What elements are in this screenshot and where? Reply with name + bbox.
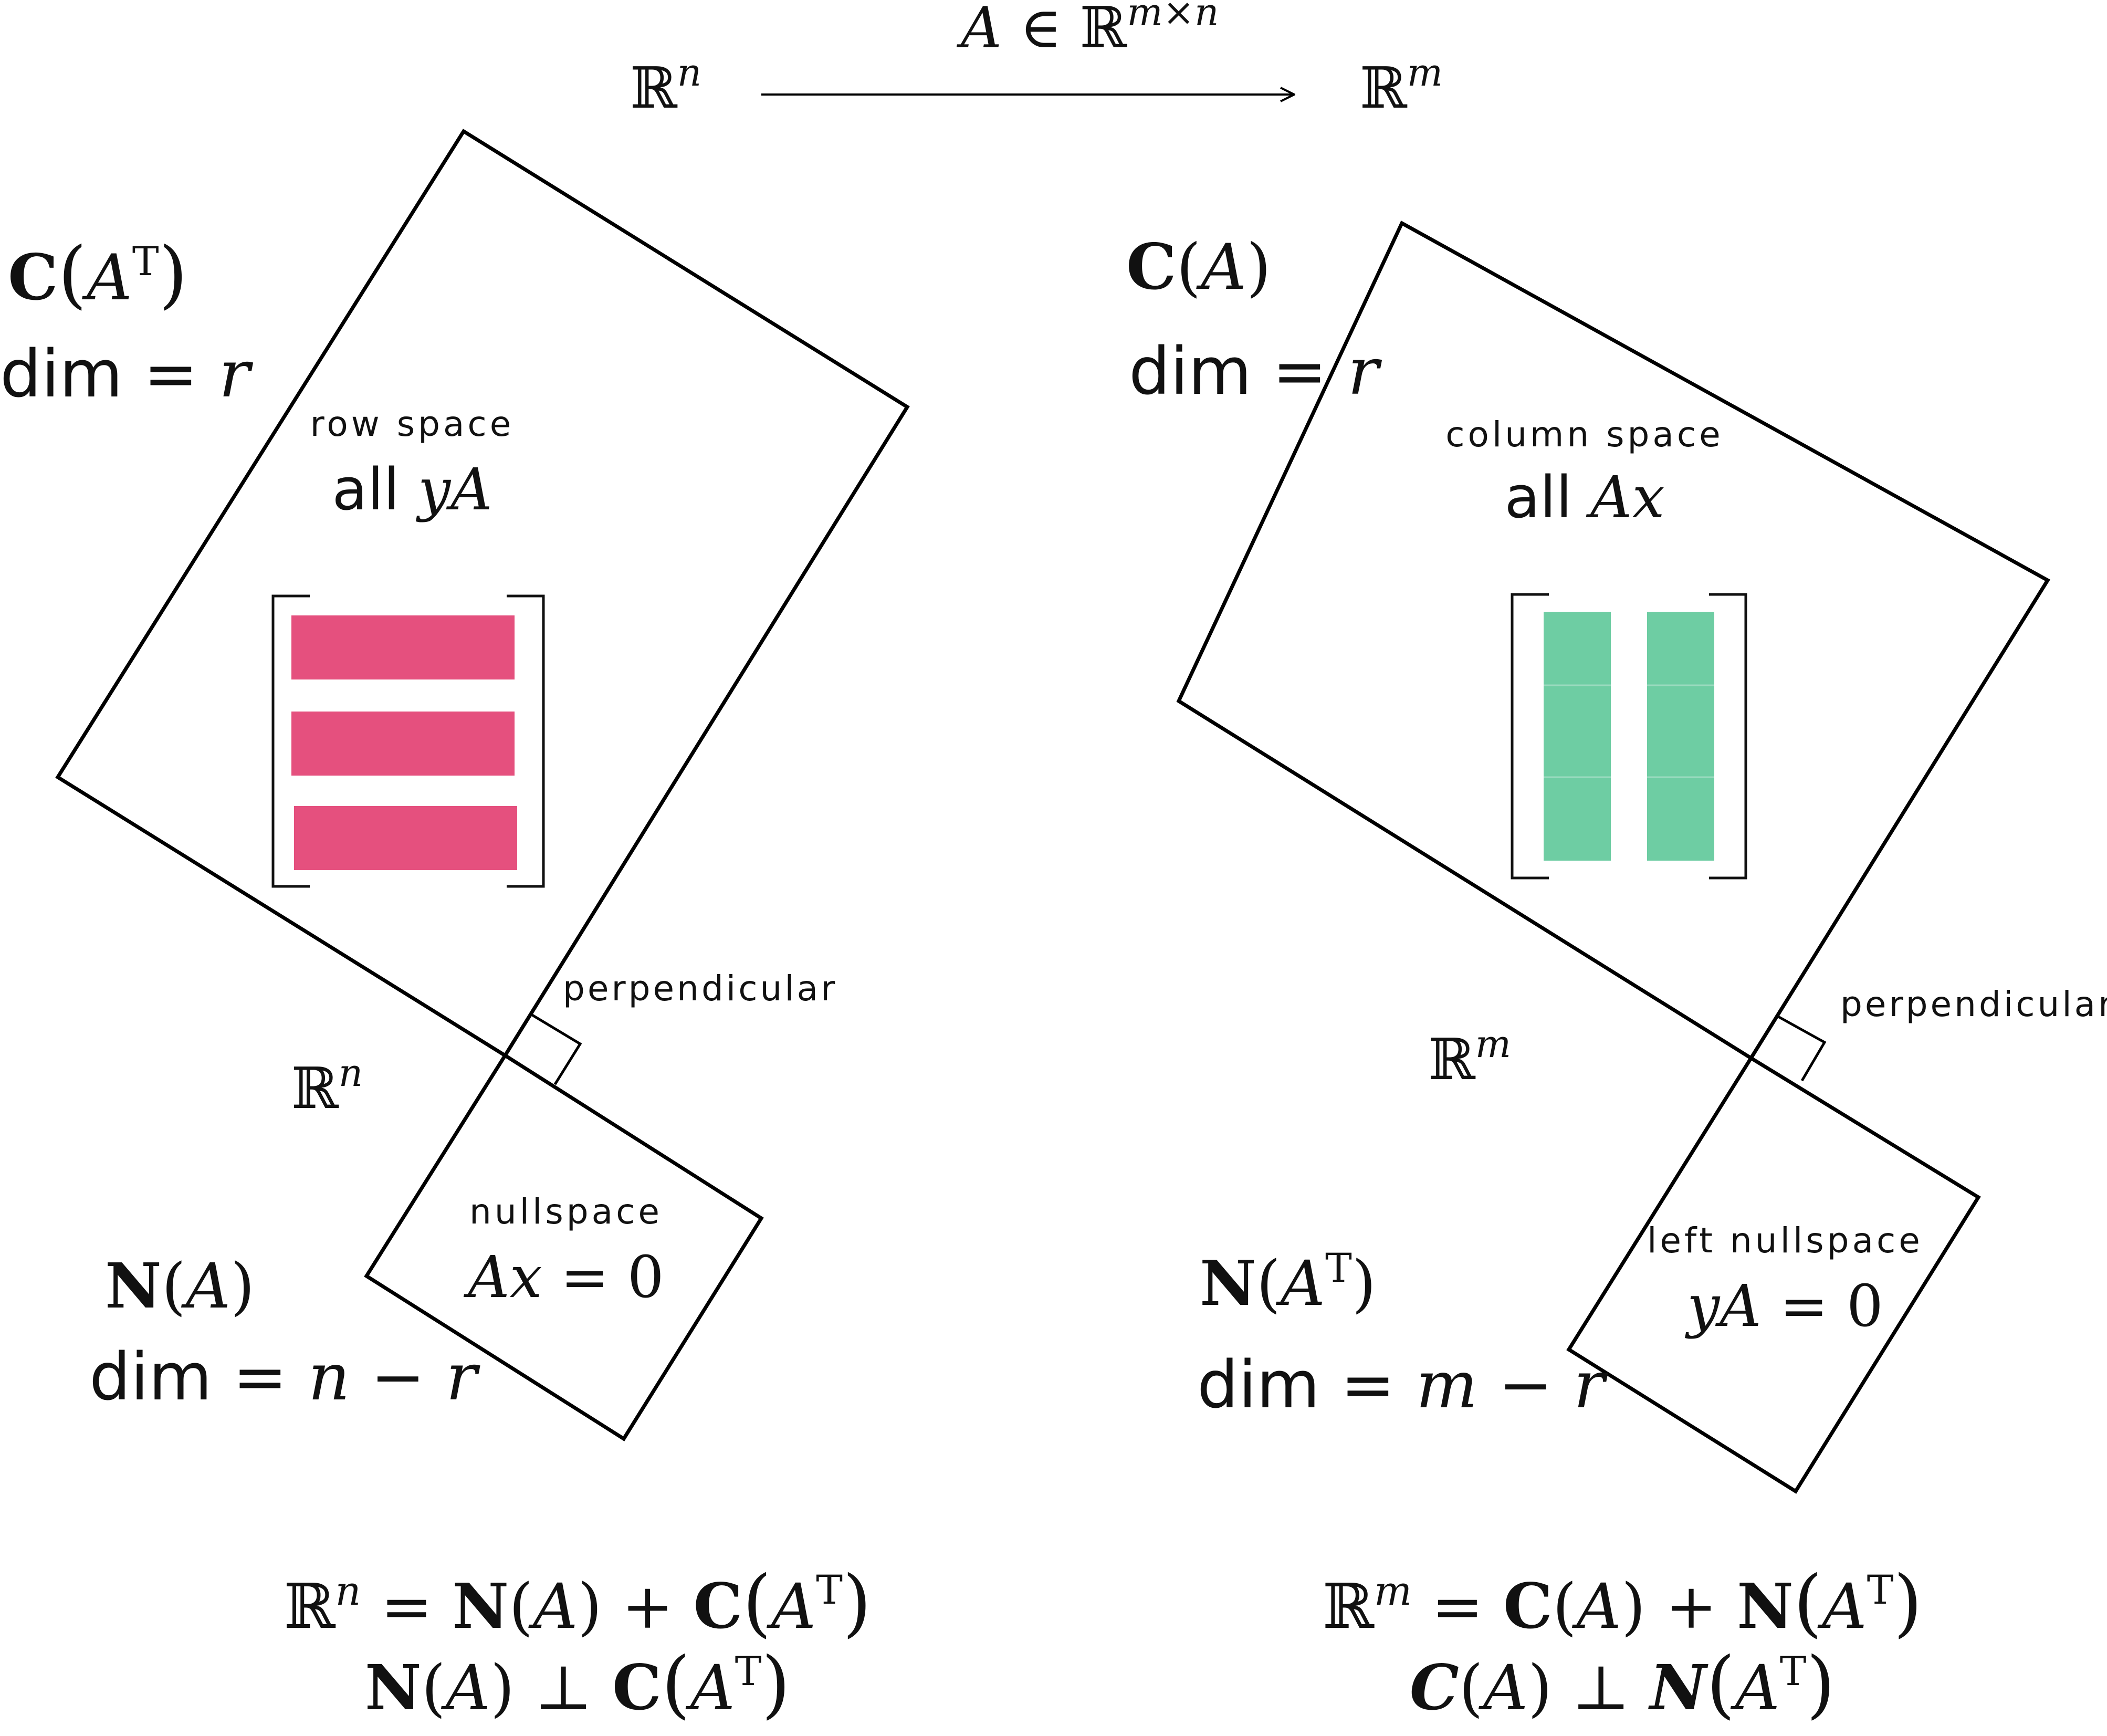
left-nullspace-region (1566, 1055, 1981, 1494)
column-bar-1 (1544, 612, 1611, 861)
column-space-expr: all Ax (1505, 464, 1665, 531)
column-space-title: column space (1445, 414, 1724, 455)
right-summary-perp: C(A) ⊥ N(AT) (1410, 1641, 1835, 1727)
row-space-symbol: C(AT) (8, 232, 187, 317)
left-nullspace-symbol: N(AT) (1200, 1245, 1376, 1320)
nullspace-dim: dim = n − r (89, 1340, 480, 1415)
nullspace-title: nullspace (469, 1191, 663, 1232)
left-summary-perp: N(A) ⊥ C(AT) (365, 1641, 790, 1727)
left-nullspace-title: left nullspace (1647, 1220, 1923, 1261)
left-nullspace-dim: dim = m − r (1197, 1347, 1608, 1423)
row-bar-2 (291, 712, 515, 776)
row-bar-3 (294, 806, 517, 870)
nullspace-expr: Ax = 0 (463, 1243, 664, 1311)
left-nullspace-expr: yA = 0 (1684, 1272, 1883, 1340)
domain-label: ℝn (630, 50, 701, 121)
column-matrix-icon (1511, 593, 1747, 880)
row-matrix-icon (271, 594, 545, 888)
header: A ∈ ℝm×n ℝn ℝm (630, 0, 1443, 121)
codomain-label: ℝm (1360, 50, 1443, 121)
column-space-symbol: C(A) (1126, 230, 1271, 304)
nullspace-symbol: N(A) (105, 1249, 255, 1322)
row-space-title: row space (310, 404, 515, 444)
column-space-dim: dim = r (1129, 334, 1382, 410)
nullspace-region (364, 1053, 764, 1441)
left-space-symbol: ℝn (291, 1051, 363, 1122)
map-label: A ∈ ℝm×n (956, 0, 1219, 61)
perpendicular-label-right: perpendicular (1840, 984, 2107, 1024)
row-bar-1 (291, 615, 515, 679)
right-side: C(A) dim = r column space all Ax perpend… (1126, 221, 2107, 1727)
right-space-symbol: ℝm (1428, 1022, 1511, 1093)
left-summary-sum: ℝn = N(A) + C(AT) (284, 1560, 871, 1646)
row-space-expr: all yA (332, 456, 492, 523)
row-space-dim: dim = r (0, 337, 254, 412)
left-side: C(AT) dim = r row space all yA perpendic… (0, 129, 910, 1727)
perpendicular-label-left: perpendicular (563, 968, 837, 1009)
column-bar-2 (1647, 612, 1714, 861)
right-angle-marker-right (1776, 1015, 1827, 1082)
right-angle-marker-left (530, 1013, 582, 1085)
right-summary-sum: ℝm = C(A) + N(AT) (1323, 1560, 1922, 1646)
